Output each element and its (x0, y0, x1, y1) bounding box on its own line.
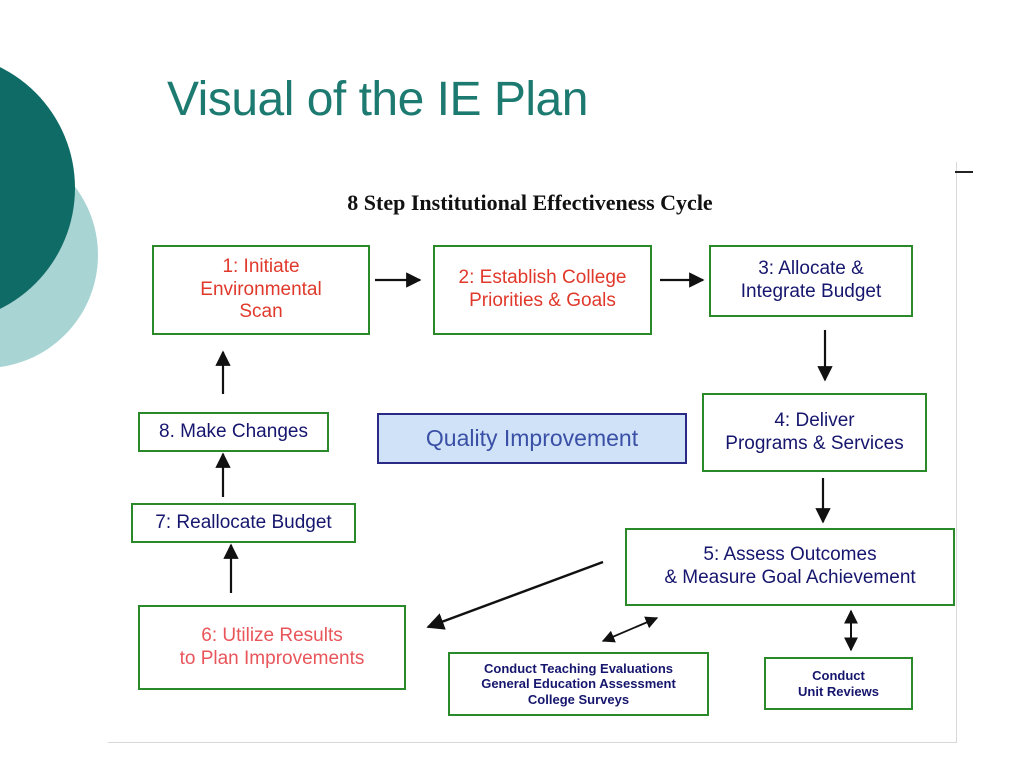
arrow-step5-activities-link (601, 616, 659, 643)
step-5-assess-outcomes: 5: Assess Outcomes & Measure Goal Achiev… (625, 528, 955, 606)
step-7-reallocate-budget: 7: Reallocate Budget (131, 503, 356, 543)
step-6-utilize-results: 6: Utilize Results to Plan Improvements (138, 605, 406, 690)
panel-corner-mark (955, 171, 973, 173)
step-3-allocate-budget: 3: Allocate & Integrate Budget (709, 245, 913, 317)
dark-teal-circle (0, 67, 75, 309)
step-1-initiate-scan: 1: Initiate Environmental Scan (152, 245, 370, 335)
activity-unit-reviews: Conduct Unit Reviews (764, 657, 913, 710)
step-4-deliver-programs: 4: Deliver Programs & Services (702, 393, 927, 472)
activity-teaching-evaluations: Conduct Teaching Evaluations General Edu… (448, 652, 709, 716)
step-8-make-changes: 8. Make Changes (138, 412, 329, 452)
step-2-establish-priorities: 2: Establish College Priorities & Goals (433, 245, 652, 335)
diagram-panel (108, 162, 957, 743)
diagram-title: 8 Step Institutional Effectiveness Cycle (347, 190, 713, 215)
arrow-step5-to-step6 (426, 560, 604, 630)
slide-title: Visual of the IE Plan (167, 73, 588, 126)
quality-improvement-center: Quality Improvement (377, 413, 687, 464)
